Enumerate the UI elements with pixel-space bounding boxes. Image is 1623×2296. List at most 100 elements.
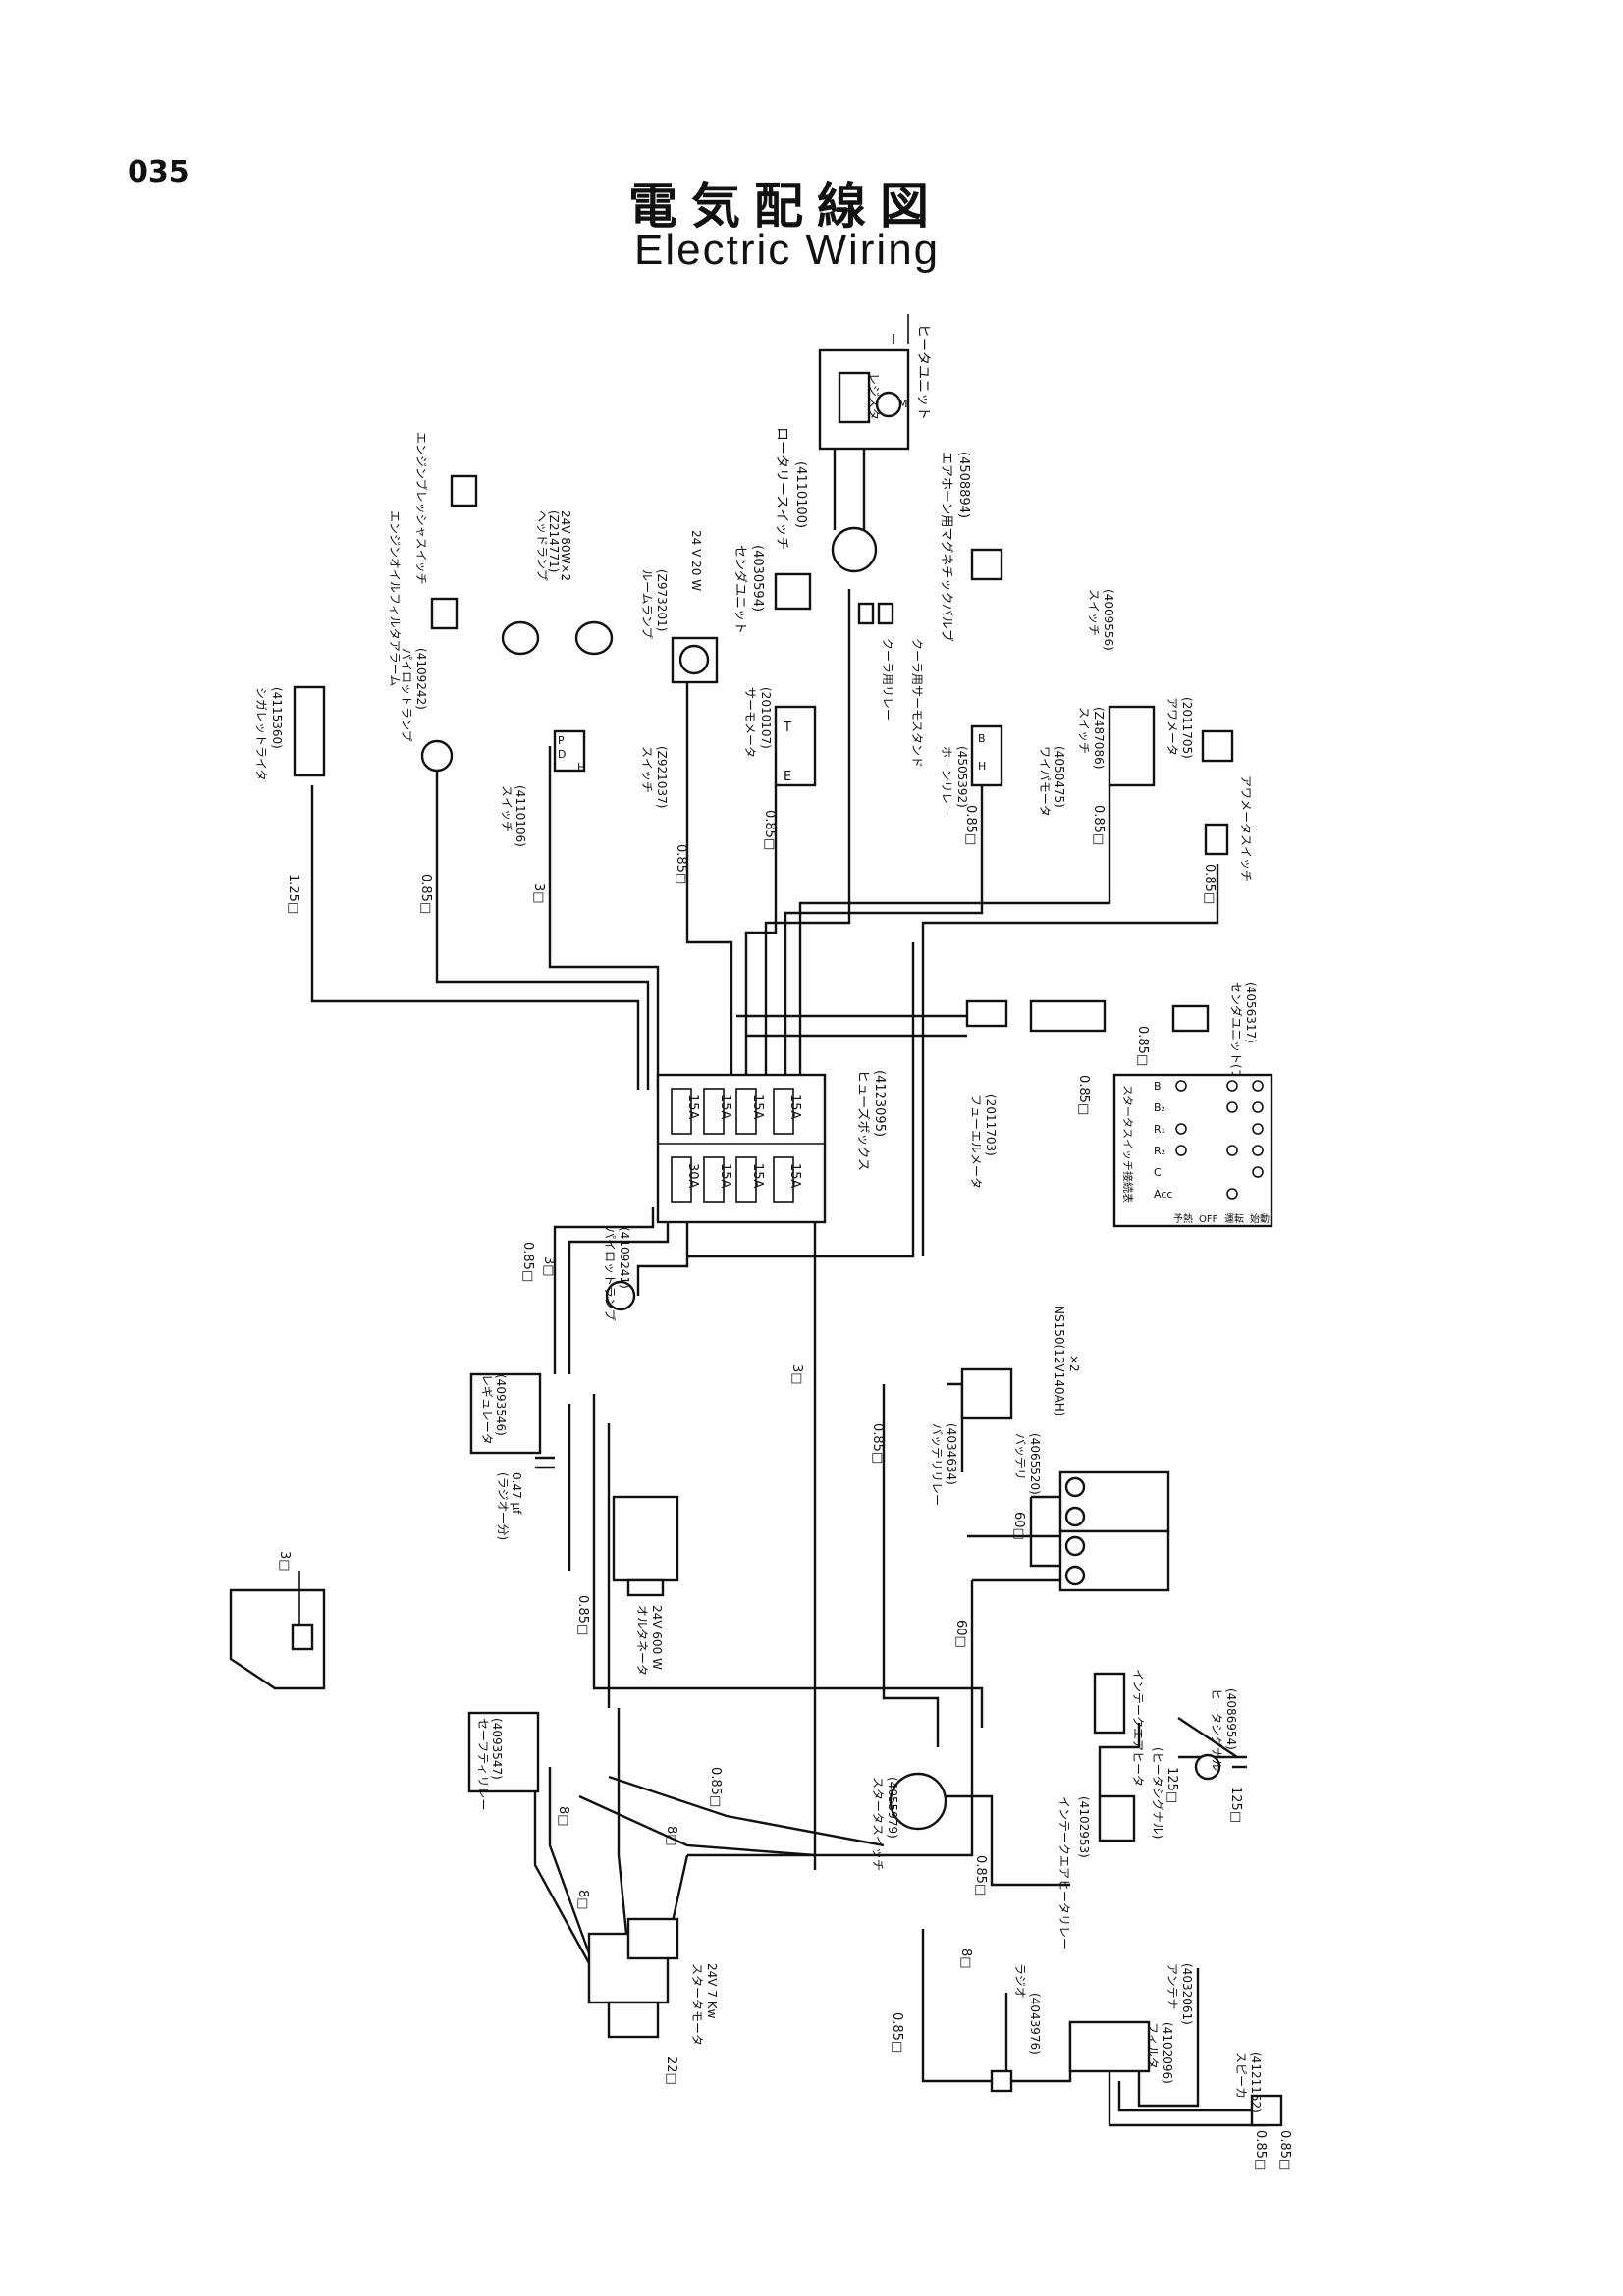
wiper-motor-switch-pn: (4009556) [1102, 589, 1115, 651]
heater-relay-pn: (4102953) [1077, 1796, 1091, 1858]
room-lamp-switch-label: スイッチ [640, 746, 654, 793]
hour-meter: アワメータ (2011705) アワメータスイッチ [1165, 697, 1253, 881]
starter-motor-label: スタータモータ [690, 1963, 704, 2046]
side-unit [229, 1571, 326, 1690]
terminal-B: B [978, 732, 986, 745]
svg-text:125□: 125□ [1164, 1767, 1179, 1803]
antenna-pn: (4032061) [1180, 1963, 1194, 2025]
svg-text:3□: 3□ [789, 1364, 804, 1385]
fuse [735, 1088, 757, 1135]
head-lamps: P D H ヘッドランプ (Z214771) 24V 80W×2 スイッチ (4… [500, 510, 614, 847]
switch-table-header: R₁ [1154, 1123, 1165, 1136]
svg-text:8□: 8□ [575, 1890, 590, 1910]
fuse [773, 1156, 794, 1203]
svg-text:0.85□: 0.85□ [708, 1767, 723, 1807]
radio: ラジオ (4043976) フィルタ (4102096) アンテナ (40320… [990, 1963, 1194, 2093]
switch-table-connection [1252, 1080, 1264, 1092]
alternator-label: オルタネータ [635, 1605, 649, 1676]
pilot-lamp-label: パイロットランプ [400, 648, 413, 742]
fuse-rating: 15A [718, 1095, 732, 1120]
switch-table-connection [1226, 1145, 1238, 1156]
condenser: (ラジオ一分) 0.47 μf [496, 1456, 555, 1540]
head-lamp-pn: (Z214771) [547, 510, 561, 572]
cooler-relay-label: クーラ用リレー [881, 638, 894, 721]
switch-table-connection [1226, 1188, 1238, 1200]
fuse [703, 1156, 725, 1203]
cigarette-lighter-label: シガレットライタ [254, 687, 268, 781]
resistor-label: レジスタ [867, 373, 881, 420]
safety-relay: セーフティリレー (4093547) [467, 1711, 540, 1811]
fuse [671, 1156, 692, 1203]
intake-heater: インテークエアヒータ [1093, 1669, 1145, 1787]
pilot-lamp-2-pn: (4109241) [618, 1227, 631, 1289]
glow-signal-label: (ヒータシグナル) [1151, 1747, 1164, 1839]
condenser-label: (ラジオ一分) [496, 1472, 510, 1540]
horn-relay-label: ホーンリレー [940, 746, 953, 816]
horn-relay-pn: (4505392) [955, 746, 969, 808]
starter-switch: スタータスイッチ (4055979) [871, 1772, 947, 1871]
thermo-unit: センダユニット (4030594) [732, 545, 812, 634]
cigarette-lighter-pn: (4115360) [270, 687, 284, 749]
pilot-lamp: パイロットランプ (4109242) [400, 648, 454, 773]
alternator: オルタネータ 24V 600 W [612, 1495, 679, 1676]
terminal-E: E [784, 770, 791, 784]
battery: バッテリ (4065520) NS150(12V140AH) ×2 [1013, 1306, 1170, 1592]
wiper-switch-pn: (Z487086) [1092, 707, 1106, 769]
speaker-label: スピーカ [1234, 2052, 1248, 2099]
pilot-lamp-2: パイロットランプ (4109241) [603, 1227, 636, 1321]
starter-switch-pn: (4055979) [886, 1777, 899, 1839]
thermo-meter-label: サーモメータ [743, 687, 757, 758]
svg-text:3□: 3□ [541, 1256, 556, 1277]
cooler-relay: クーラ用リレー クーラ用サーモスタンド [857, 602, 924, 768]
switch-table-connection [1226, 1101, 1238, 1113]
battery-relay-pn: (4034634) [945, 1423, 958, 1485]
svg-text:0.85□: 0.85□ [1253, 2130, 1268, 2170]
switch-table-title: スタータスイッチ接続表 [1121, 1085, 1135, 1203]
switch-table-row-label: 運転 [1224, 1213, 1244, 1225]
fuel-gauge-label: フューエルメータ [969, 1095, 983, 1189]
switch-table-connection [1226, 1080, 1238, 1092]
head-lamp-label: ヘッドランプ [535, 510, 549, 581]
intake-heater-label: インテークエアヒータ [1131, 1669, 1145, 1787]
room-lamp-label: ルームランプ [640, 569, 654, 639]
svg-text:0.85□: 0.85□ [762, 810, 777, 850]
regulator-pn: (4093546) [494, 1374, 508, 1436]
fuse-rating: 15A [787, 1163, 802, 1189]
heater-signal-label: ヒータシグナル [1210, 1688, 1223, 1771]
fuse [773, 1088, 794, 1135]
sender-unit-pn: (4056317) [1244, 982, 1258, 1043]
safety-relay-pn: (4093547) [490, 1718, 504, 1780]
svg-text:0.85□: 0.85□ [520, 1242, 535, 1282]
thermo-unit-pn: (4030594) [750, 545, 765, 612]
svg-text:3□: 3□ [277, 1551, 292, 1572]
switch-table-connection [1252, 1166, 1264, 1178]
air-horn-valve-pn: (4508894) [956, 452, 971, 518]
heater-unit-label: ヒータユニット [915, 324, 931, 420]
speaker: スピーカ (4121152) [1234, 2052, 1283, 2127]
thermo-unit-label: センダユニット [732, 545, 747, 634]
room-lamp-switch-pn: (Z921037) [655, 746, 669, 808]
svg-text:0.85□: 0.85□ [963, 805, 978, 845]
battery-label: バッテリ [1013, 1433, 1027, 1480]
fuse-rating: 15A [718, 1163, 732, 1189]
svg-text:8□: 8□ [556, 1806, 570, 1827]
switch-table-header: B₂ [1154, 1101, 1165, 1114]
heater-signal: ヒータシグナル (4086954) [1194, 1688, 1238, 1781]
fuel-gauge-pn: (2011703) [984, 1095, 998, 1156]
alternator-rating: 24V 600 W [650, 1605, 664, 1670]
terminal-T: T [783, 721, 791, 735]
hour-meter-pn: (2011705) [1180, 697, 1194, 759]
svg-text:0.85□: 0.85□ [418, 874, 433, 914]
svg-text:0.85□: 0.85□ [1135, 1026, 1150, 1066]
battery-qty: ×2 [1067, 1355, 1081, 1372]
page-title-jp: 電気配線図 [628, 178, 943, 235]
heater-relay: インテークエアヒータリレー (4102953) (ヒータシグナル) [1057, 1747, 1164, 1949]
switch-1-label: スイッチ [500, 785, 514, 832]
fuse-rating: 15A [787, 1095, 802, 1120]
wiper-motor-label: ワイパモータ [1038, 746, 1052, 817]
terminal-H: H [978, 760, 986, 773]
room-lamp-pn: (Z973201) [655, 569, 669, 631]
svg-text:0.85□: 0.85□ [1277, 2130, 1292, 2170]
